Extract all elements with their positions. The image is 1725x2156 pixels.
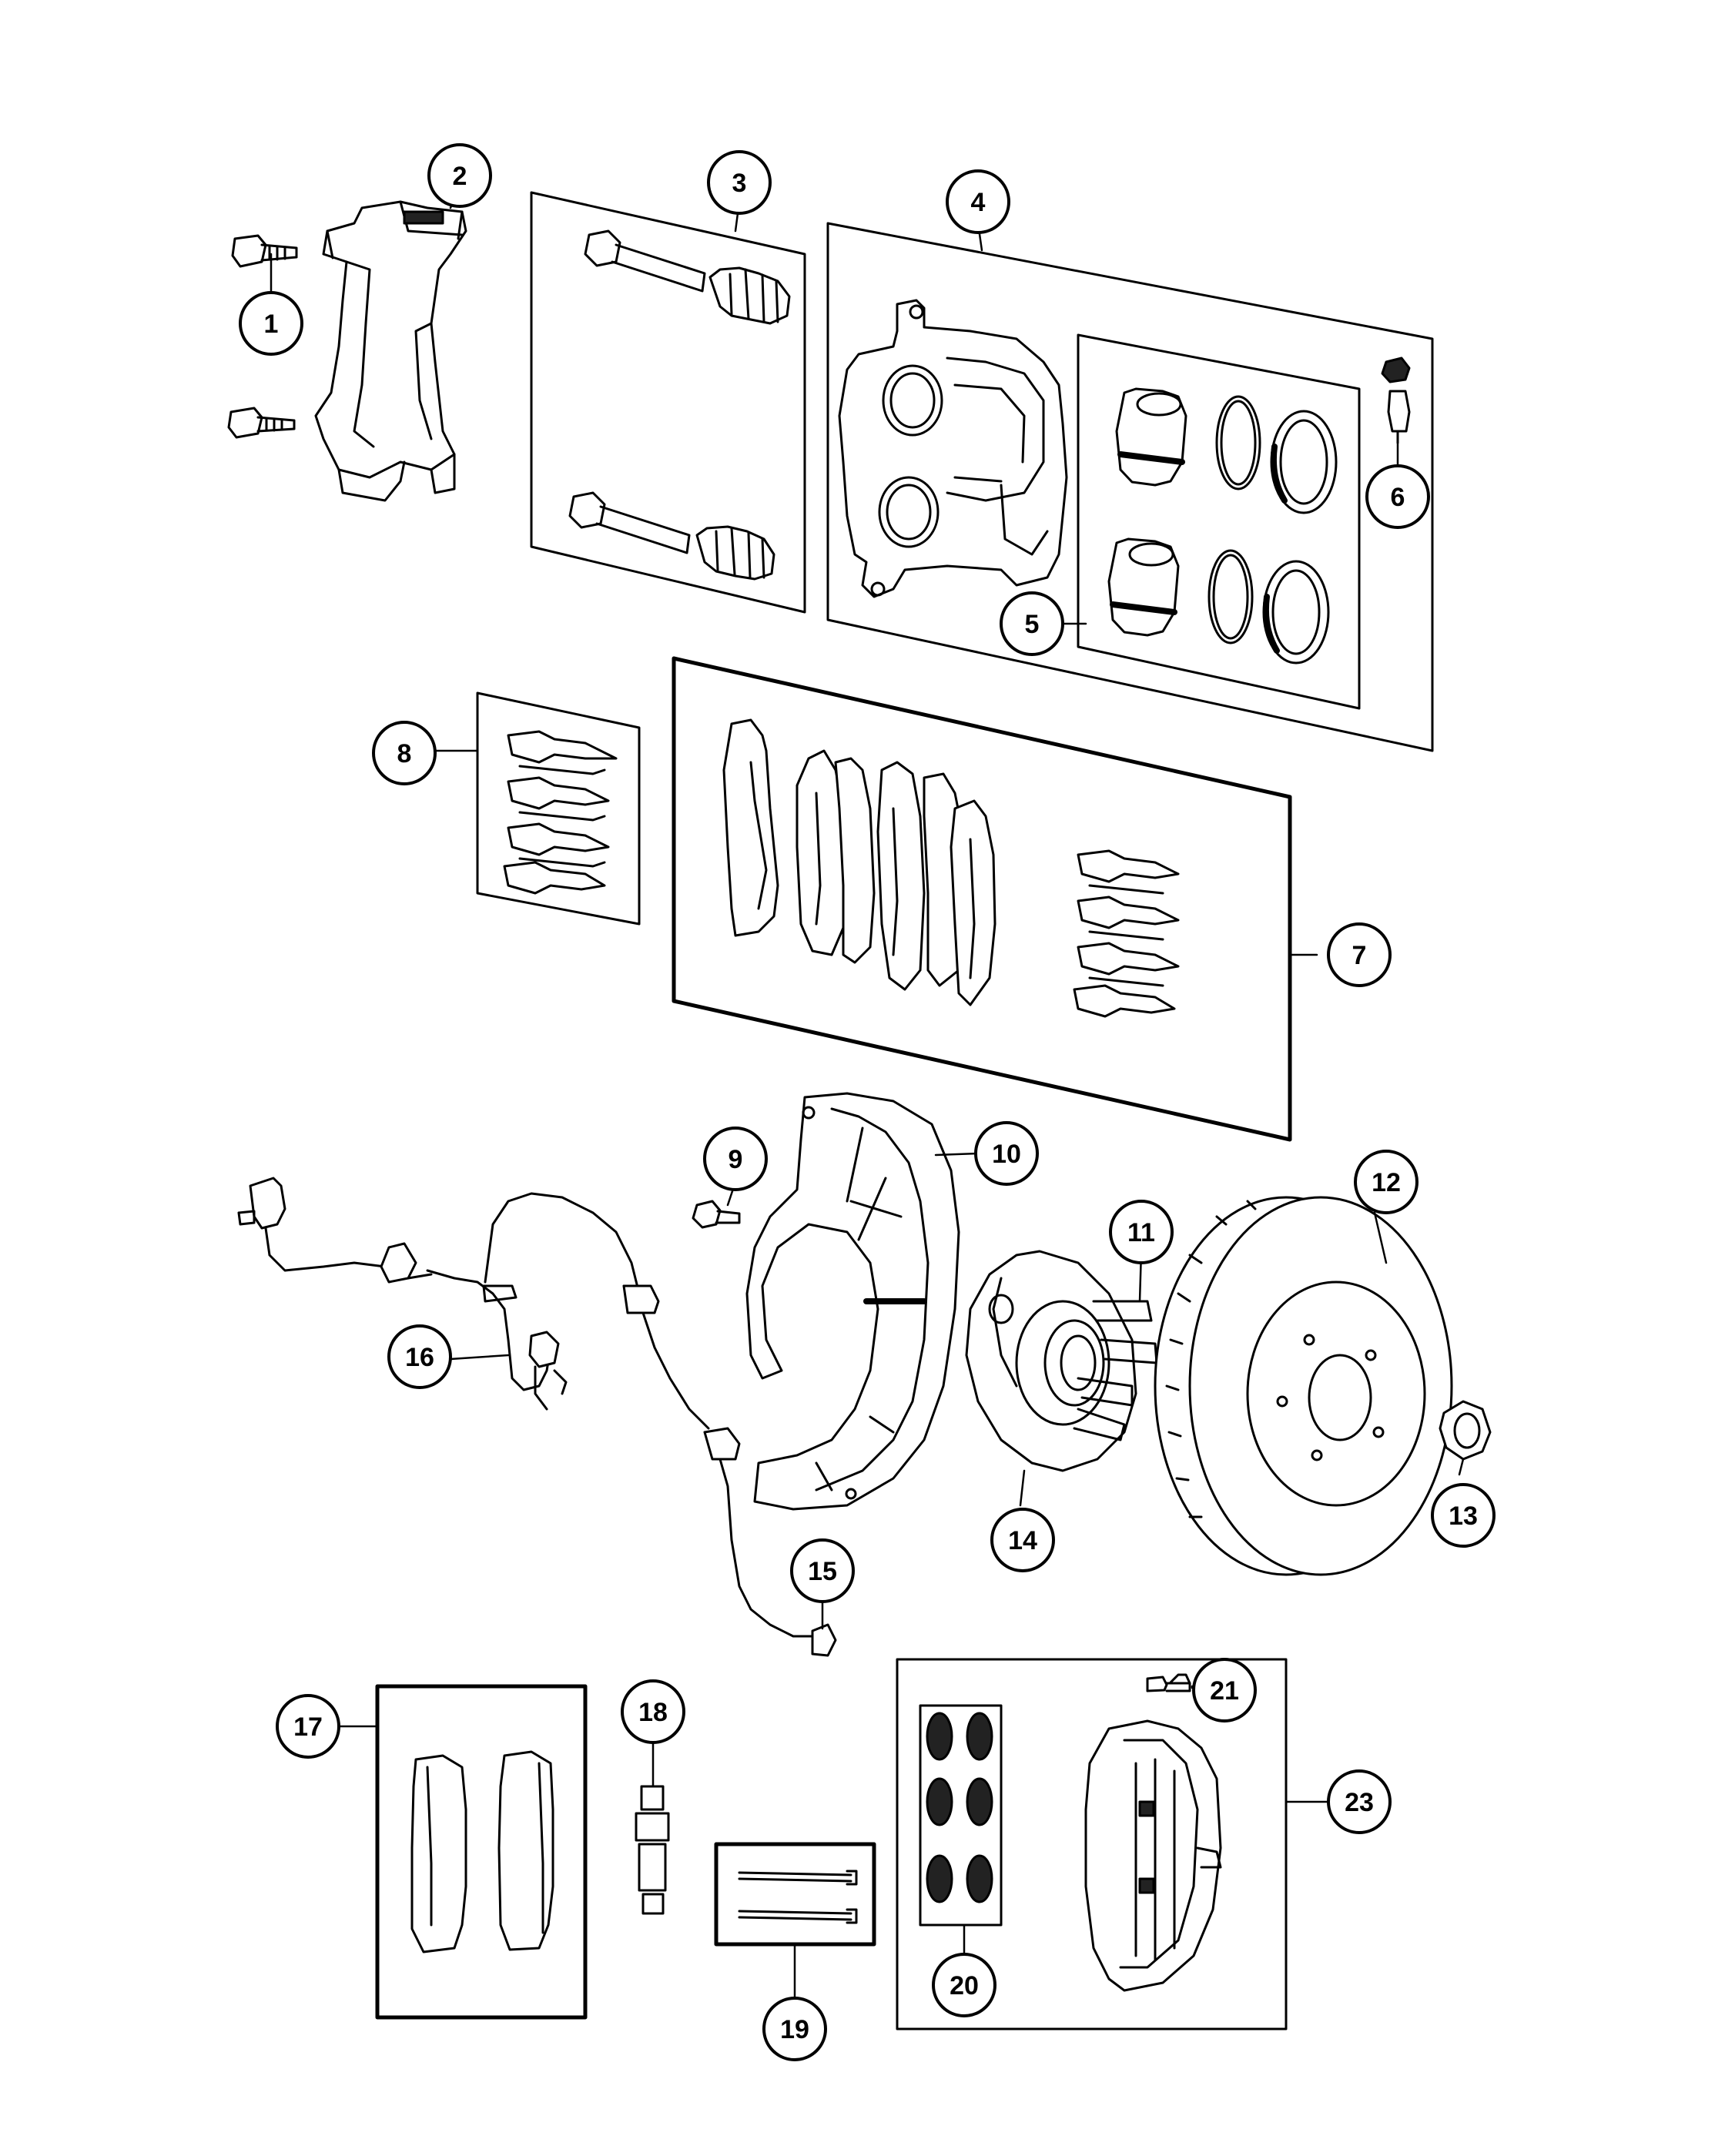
piston-seal-kit-box xyxy=(1078,335,1359,708)
callout-10: 10 xyxy=(974,1121,1039,1186)
callout-11: 11 xyxy=(1109,1200,1174,1264)
caliper-adapter-bracket xyxy=(316,202,466,500)
pad-clip-kit xyxy=(477,693,639,924)
callout-12: 12 xyxy=(1354,1150,1419,1214)
bleeder-screw xyxy=(1382,358,1409,443)
callout-20: 20 xyxy=(932,1953,996,2017)
svg-text:14: 14 xyxy=(1008,1526,1037,1555)
splash-shield xyxy=(747,1093,959,1509)
svg-text:6: 6 xyxy=(1391,483,1405,512)
svg-text:20: 20 xyxy=(950,1971,979,2000)
svg-text:17: 17 xyxy=(293,1712,323,1742)
svg-text:19: 19 xyxy=(780,2015,809,2044)
callout-8: 8 xyxy=(372,721,437,785)
pad-wear-sensor xyxy=(636,1786,668,1913)
callout-21: 21 xyxy=(1192,1658,1257,1722)
svg-text:7: 7 xyxy=(1352,941,1367,970)
callout-23: 23 xyxy=(1327,1769,1392,1834)
callout-9: 9 xyxy=(703,1127,768,1191)
svg-text:15: 15 xyxy=(808,1557,837,1586)
svg-text:16: 16 xyxy=(405,1343,434,1372)
hub-bearing-assembly xyxy=(966,1251,1157,1471)
fixed-caliper-kit-box xyxy=(897,1659,1286,2029)
wheel-speed-sensor-harness xyxy=(239,1178,836,1656)
svg-text:5: 5 xyxy=(1025,610,1040,639)
guide-pin-kit xyxy=(531,192,805,612)
retaining-pin-kit xyxy=(716,1844,874,1944)
callout-2: 2 xyxy=(427,143,492,208)
caliper-kit-box xyxy=(828,223,1432,751)
callout-18: 18 xyxy=(621,1679,685,1744)
callout-7: 7 xyxy=(1327,922,1392,987)
callout-14: 14 xyxy=(990,1508,1055,1572)
brake-pad-kit-box xyxy=(674,658,1290,1140)
callout-5: 5 xyxy=(1000,591,1064,656)
svg-text:2: 2 xyxy=(453,162,467,191)
pad-set-box xyxy=(377,1686,585,2017)
brake-rotor xyxy=(1155,1197,1452,1575)
callouts: 1 2 3 4 5 6 7 8 9 10 11 12 13 14 15 16 1… xyxy=(239,143,1496,2061)
svg-text:21: 21 xyxy=(1210,1676,1239,1706)
svg-text:3: 3 xyxy=(732,169,747,198)
svg-text:10: 10 xyxy=(992,1140,1021,1169)
callout-15: 15 xyxy=(790,1538,855,1603)
svg-text:18: 18 xyxy=(638,1698,668,1727)
callout-6: 6 xyxy=(1365,464,1430,529)
caliper-adapter-bolts xyxy=(229,236,296,437)
svg-text:11: 11 xyxy=(1127,1218,1155,1247)
callout-16: 16 xyxy=(387,1324,452,1389)
svg-text:23: 23 xyxy=(1345,1788,1374,1817)
callout-3: 3 xyxy=(707,150,772,215)
svg-text:4: 4 xyxy=(971,188,986,217)
callout-17: 17 xyxy=(276,1694,340,1759)
shield-bolt xyxy=(693,1201,739,1227)
svg-text:1: 1 xyxy=(264,310,279,339)
svg-text:13: 13 xyxy=(1449,1502,1478,1531)
svg-text:8: 8 xyxy=(397,739,412,768)
callout-4: 4 xyxy=(946,169,1010,234)
lug-nut xyxy=(1440,1401,1490,1459)
svg-text:12: 12 xyxy=(1372,1168,1401,1197)
svg-text:9: 9 xyxy=(729,1145,743,1174)
callout-13: 13 xyxy=(1431,1483,1496,1548)
callout-19: 19 xyxy=(762,1997,827,2061)
callout-1: 1 xyxy=(239,291,303,356)
